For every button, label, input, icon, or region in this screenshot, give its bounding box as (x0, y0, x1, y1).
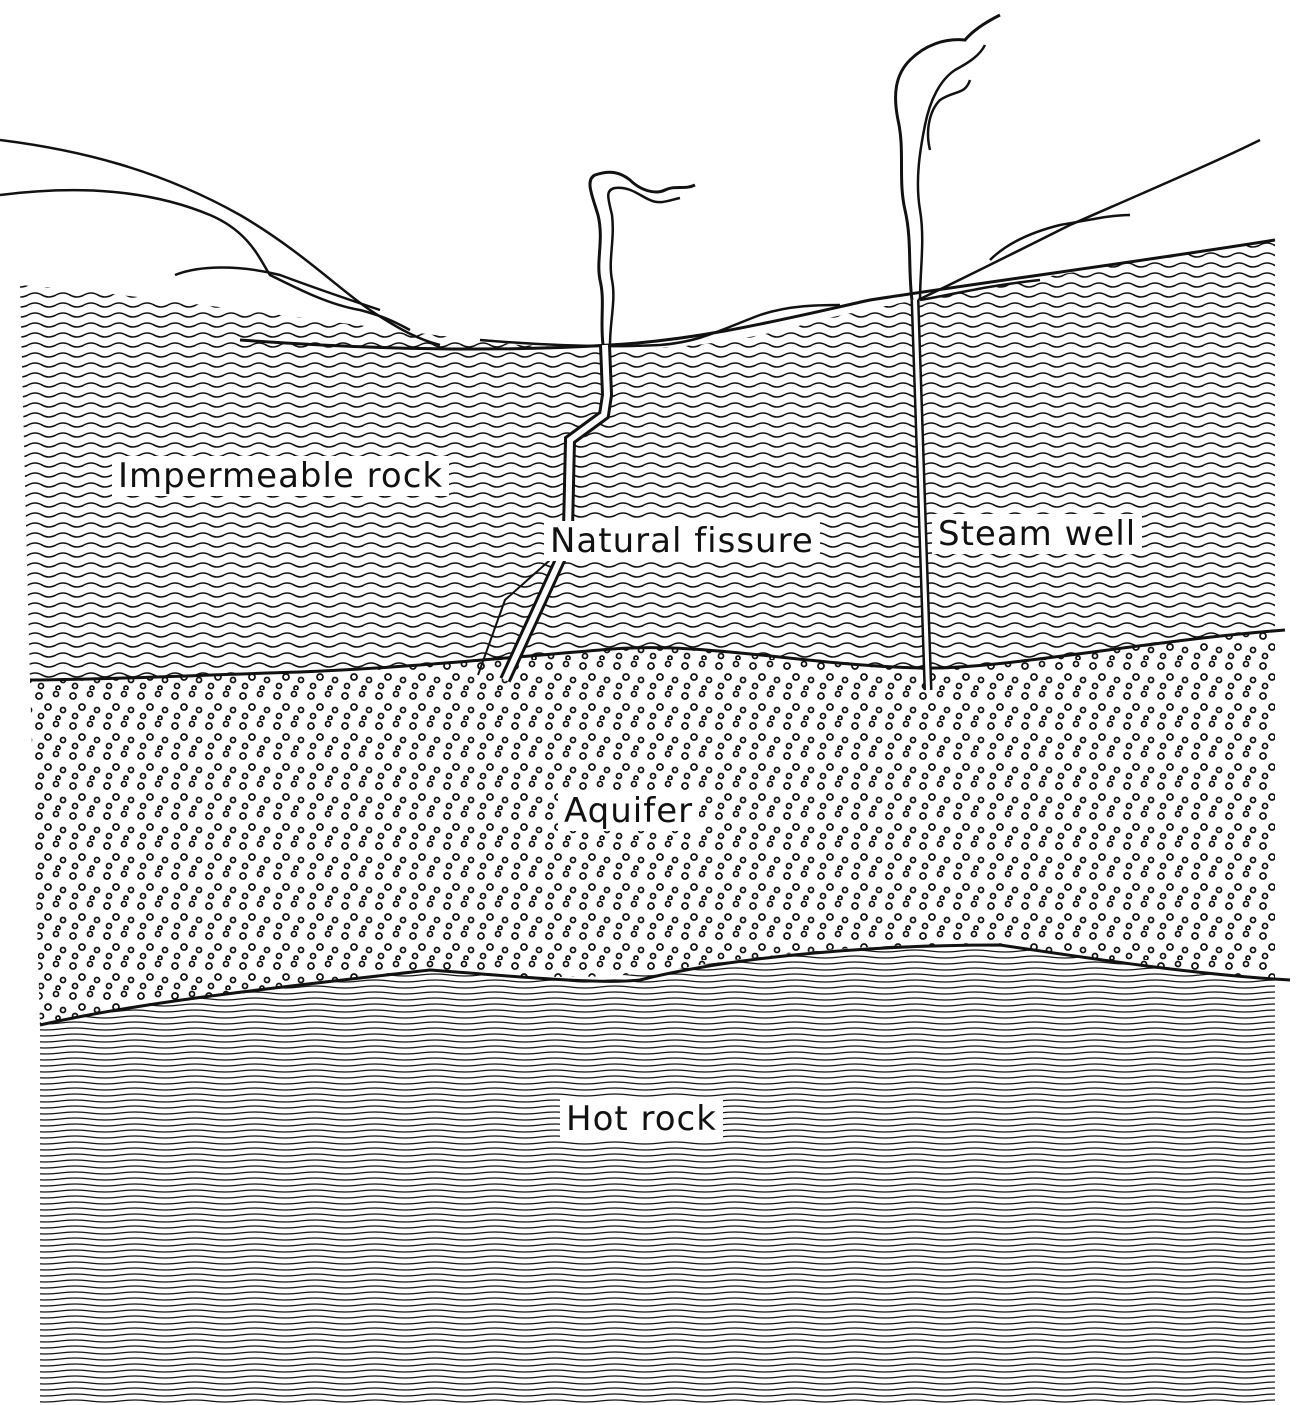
label-steam-well: Steam well (932, 514, 1142, 554)
label-impermeable-rock: Impermeable rock (112, 456, 449, 496)
label-aquifer: Aquifer (558, 791, 699, 831)
well-steam-plume (896, 15, 1000, 300)
label-natural-fissure: Natural fissure (544, 521, 820, 561)
hot-rock-layer (40, 944, 1275, 1405)
hill-outline-left-small (175, 268, 380, 311)
label-hot-rock: Hot rock (560, 1099, 723, 1139)
